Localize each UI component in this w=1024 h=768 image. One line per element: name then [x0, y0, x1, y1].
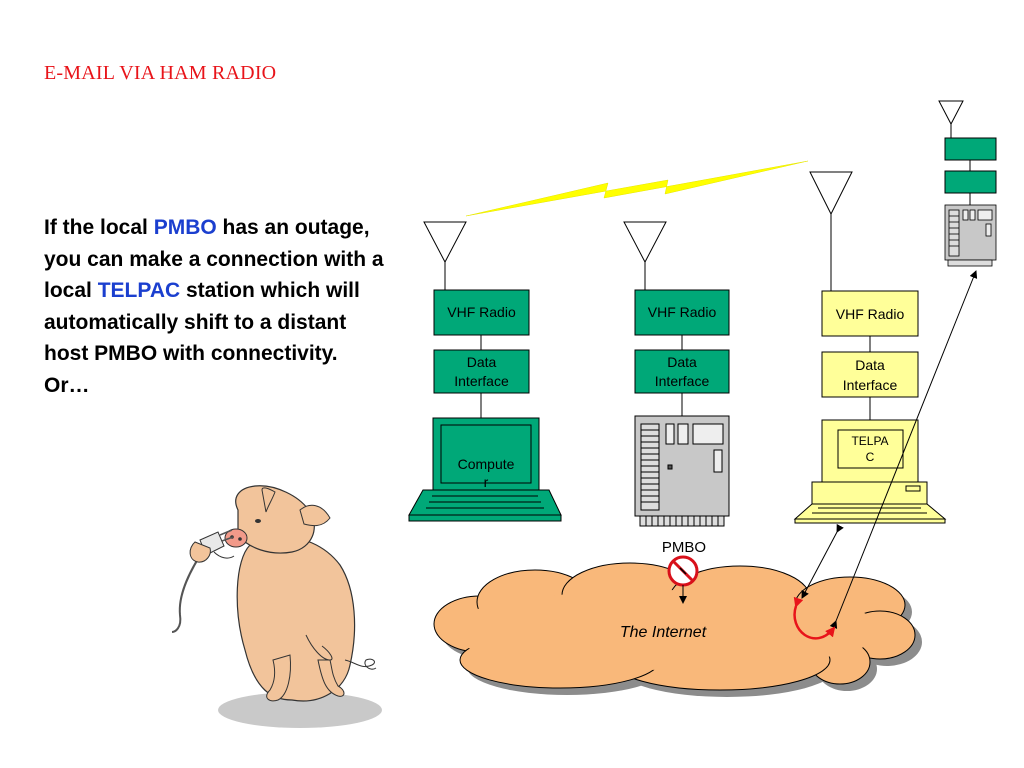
telpac-label-line1: TELPA	[851, 434, 888, 448]
station-pmbo: VHF Radio Data Interface	[623, 221, 730, 604]
slide-title: E-MAIL VIA HAM RADIO	[44, 62, 277, 84]
radio-link-lightning	[465, 160, 809, 217]
pig-with-plug-illustration	[171, 485, 382, 728]
data-interface-label-line2: Interface	[655, 373, 710, 389]
station-computer: VHF Radio Data Interface Compute r	[408, 221, 562, 522]
data-interface-label-line2: Interface	[454, 373, 509, 389]
internet-label: The Internet	[620, 624, 707, 641]
vhf-radio-box	[634, 289, 730, 336]
antenna-icon	[809, 171, 853, 291]
distant-host	[938, 100, 997, 267]
computer-label-line2: r	[484, 474, 489, 490]
body-text-part3: station which will automatically shift t…	[44, 279, 360, 397]
antenna-icon	[423, 221, 467, 290]
server-icon	[944, 204, 997, 267]
no-entry-icon	[667, 555, 699, 587]
computer-label-line1: Compute	[458, 456, 515, 472]
pmbo-highlight: PMBO	[153, 216, 217, 239]
data-interface-label-line1: Data	[855, 357, 885, 373]
antenna-icon	[938, 100, 964, 138]
data-interface-label-line1: Data	[467, 354, 497, 370]
telpac-label-line2: C	[866, 450, 875, 464]
body-text-part2: has an outage, you can make a connection…	[44, 216, 384, 302]
data-interface-label-line1: Data	[667, 354, 697, 370]
vhf-radio-label: VHF Radio	[648, 304, 717, 320]
data-interface-box	[433, 349, 530, 394]
internet-cloud: The Internet	[433, 562, 922, 697]
pmbo-label: PMBO	[662, 539, 706, 556]
vhf-radio-label: VHF Radio	[447, 304, 516, 320]
telpac-highlight: TELPAC	[97, 279, 181, 302]
station-telpac: VHF Radio Data Interface TELPA C	[793, 171, 947, 524]
antenna-icon	[623, 221, 667, 290]
vhf-radio-label: VHF Radio	[836, 306, 905, 322]
shift-redirect-red-arrow	[793, 596, 836, 640]
slide-body-text: If the local PMBO has an outage, you can…	[44, 212, 384, 401]
vhf-radio-box	[433, 289, 530, 336]
distant-interface-box	[944, 170, 997, 194]
data-interface-box	[634, 349, 730, 394]
internet-to-distant-host-arrow	[829, 270, 978, 629]
body-text-part1: If the local	[44, 216, 154, 239]
distant-radio-box	[944, 137, 997, 161]
laptop-icon	[408, 417, 562, 522]
server-icon	[634, 415, 730, 527]
data-interface-label-line2: Interface	[843, 377, 898, 393]
